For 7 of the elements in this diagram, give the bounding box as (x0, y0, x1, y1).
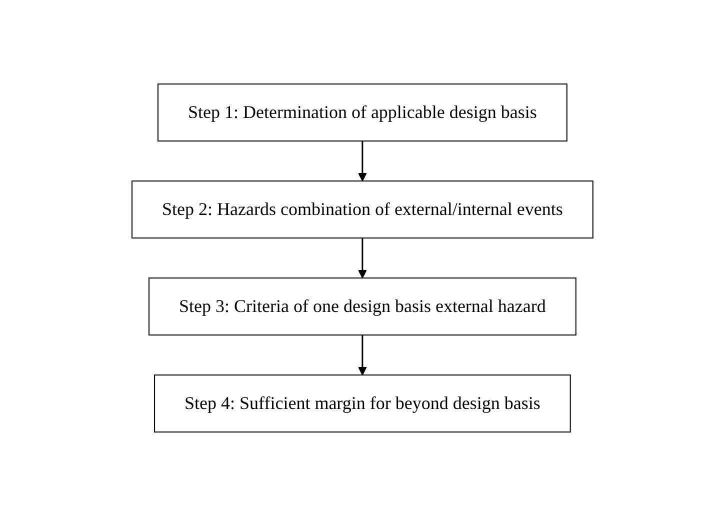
node-box: Step 1: Determination of applicable design basis (157, 83, 567, 141)
arrow (358, 238, 366, 278)
node-box: Step 4: Sufficient margin for beyond design basis (154, 374, 570, 432)
node-box: Step 3: Criteria of one design basis external hazard (148, 277, 576, 335)
node-box: Step 2: Hazards combination of external/internal events (131, 180, 593, 238)
arrow (358, 140, 366, 181)
arrow (358, 334, 366, 375)
